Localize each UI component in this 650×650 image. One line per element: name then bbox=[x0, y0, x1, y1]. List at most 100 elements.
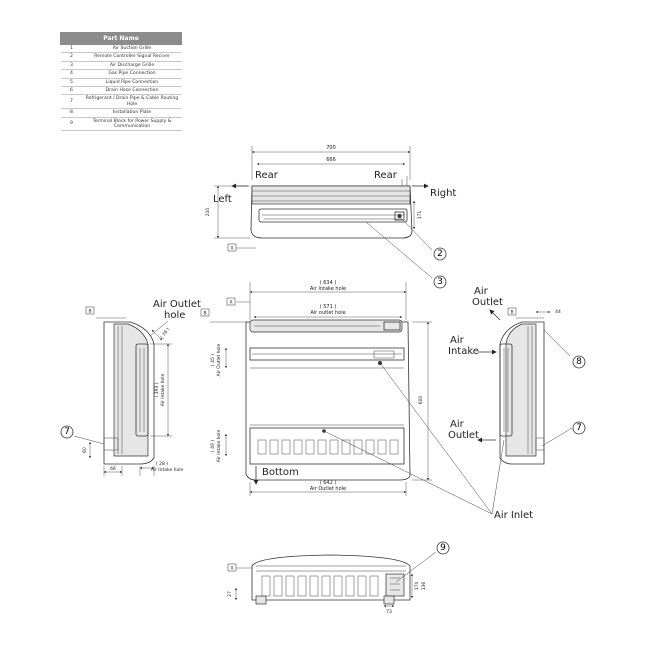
callout-3: 3 bbox=[433, 275, 447, 289]
unit-top-outline bbox=[250, 185, 413, 239]
part-number: 9 bbox=[60, 117, 83, 132]
dim-634: ( 634 ) bbox=[320, 280, 337, 286]
right-side-outline bbox=[499, 321, 545, 465]
dim-45: ( 45 ) bbox=[210, 354, 216, 366]
svg-text:3: 3 bbox=[437, 277, 443, 287]
part-name: Gas Pipe Connection bbox=[82, 69, 182, 79]
bottom-ribs bbox=[261, 575, 379, 597]
bottom-view: X 27 174 136 73 bbox=[227, 551, 437, 615]
dim-174: 174 bbox=[414, 582, 420, 591]
intake-slots bbox=[257, 439, 399, 455]
part-name: Air Suction Grille bbox=[82, 44, 182, 54]
air-outlet-hole-title: Air Outlet bbox=[153, 299, 201, 310]
bottom-foot-left bbox=[255, 595, 267, 605]
dim-700: 700 bbox=[326, 145, 336, 151]
dim-73: 73 bbox=[386, 609, 392, 615]
dim-49: ( 49 ) bbox=[210, 440, 216, 452]
part-number: 1 bbox=[60, 44, 83, 54]
dim-393: ( 393 ) bbox=[154, 382, 160, 397]
dim-60: 60 bbox=[82, 447, 88, 453]
dim-600: 600 bbox=[418, 396, 424, 405]
air-outlet-low-2: Outlet bbox=[448, 430, 479, 441]
svg-text:8: 8 bbox=[576, 357, 582, 367]
callout-2: 2 bbox=[433, 247, 447, 261]
callout-8: 8 bbox=[572, 355, 586, 369]
dim-27: 27 bbox=[227, 591, 233, 597]
receiver-dot bbox=[397, 214, 402, 218]
left-label: Left bbox=[213, 194, 232, 205]
part-name: Air Discharge Grille bbox=[82, 61, 182, 71]
left-side-view: B Air Outlet hole ( 78 ) ( 393 ) Air Int… bbox=[73, 299, 201, 476]
callout-9: 9 bbox=[436, 541, 450, 555]
unit-bottom-outline bbox=[251, 554, 411, 601]
part-number: 4 bbox=[60, 69, 83, 79]
dim-666: 666 bbox=[326, 157, 336, 163]
bottom-label: Bottom bbox=[262, 467, 299, 478]
part-number: 2 bbox=[60, 52, 83, 62]
parts-table-header: Part Name bbox=[60, 32, 182, 45]
air-inlet-annotation: Air Inlet bbox=[323, 362, 533, 521]
svg-text:7: 7 bbox=[576, 423, 582, 433]
right-side-panel bbox=[505, 323, 537, 457]
marker-x-bottom: X bbox=[230, 566, 233, 572]
dim-28: ( 28 ) bbox=[156, 461, 168, 467]
air-outlet-hole-label: Air outlet hole bbox=[310, 310, 345, 316]
right-routing-hole bbox=[535, 437, 545, 451]
part-number: 5 bbox=[60, 78, 83, 88]
signal-receiver bbox=[394, 211, 405, 221]
right-side-view: Air Outlet B 44 Air Intake Air Outlet bbox=[448, 286, 573, 465]
marker-b-left: B bbox=[88, 309, 91, 315]
part-name: Refrigerant / Drain Pipe & Cable Routing… bbox=[82, 94, 182, 110]
dim-171: 171 bbox=[417, 211, 423, 220]
marker-x-front: X bbox=[229, 300, 232, 306]
dim-28-label: Air Intake hole bbox=[151, 467, 184, 473]
right-grille-slot bbox=[499, 343, 513, 437]
rear-panel bbox=[251, 185, 411, 205]
svg-text:2: 2 bbox=[437, 249, 443, 259]
rear-left-label: Rear bbox=[255, 170, 279, 181]
part-name: Liquid Pipe Connection bbox=[82, 78, 182, 88]
dim-642: ( 642 ) bbox=[320, 480, 337, 486]
outlet-arrow bbox=[489, 309, 501, 321]
front-receiver bbox=[383, 321, 401, 331]
air-outlet-hole-title-2: hole bbox=[164, 310, 185, 321]
svg-text:9: 9 bbox=[440, 543, 446, 553]
unit-front-outline bbox=[245, 321, 411, 481]
front-view: ( 634 ) Air Intake hole ( 571 ) Air outl… bbox=[200, 280, 432, 496]
marker-b-front: B bbox=[203, 311, 206, 317]
bottom-outlet-label: Air Outlet hole bbox=[310, 486, 346, 492]
dim-49-label: Air Intake hole bbox=[216, 429, 222, 462]
dim-44: 44 bbox=[555, 309, 561, 315]
marker-b-right: B bbox=[510, 310, 513, 316]
dim-78: ( 78 ) bbox=[159, 327, 171, 341]
left-side-outline bbox=[103, 321, 155, 465]
dim-45-label: Air Outlet hole bbox=[216, 343, 222, 376]
air-outlet-low-1: Air bbox=[450, 419, 465, 430]
part-name: Remote Controller Signal Reciver bbox=[82, 52, 182, 62]
air-outlet-top-2: Outlet bbox=[472, 297, 503, 308]
air-intake-grille bbox=[249, 427, 405, 465]
air-outlet-top-1: Air bbox=[474, 286, 489, 297]
dim-66: 66 bbox=[110, 466, 116, 472]
discharge-grille-top bbox=[258, 208, 408, 223]
left-grille-slot bbox=[135, 343, 149, 437]
dim-393-label: Air Intake hole bbox=[160, 373, 166, 406]
marker-x-top: X bbox=[230, 246, 233, 252]
dim-210: 210 bbox=[205, 208, 211, 217]
terminal-block bbox=[385, 573, 405, 597]
svg-text:7: 7 bbox=[64, 427, 70, 437]
part-number: 7 bbox=[60, 94, 83, 110]
air-intake-hole-label: Air Intake hole bbox=[310, 286, 346, 292]
right-label: Right bbox=[430, 188, 456, 199]
